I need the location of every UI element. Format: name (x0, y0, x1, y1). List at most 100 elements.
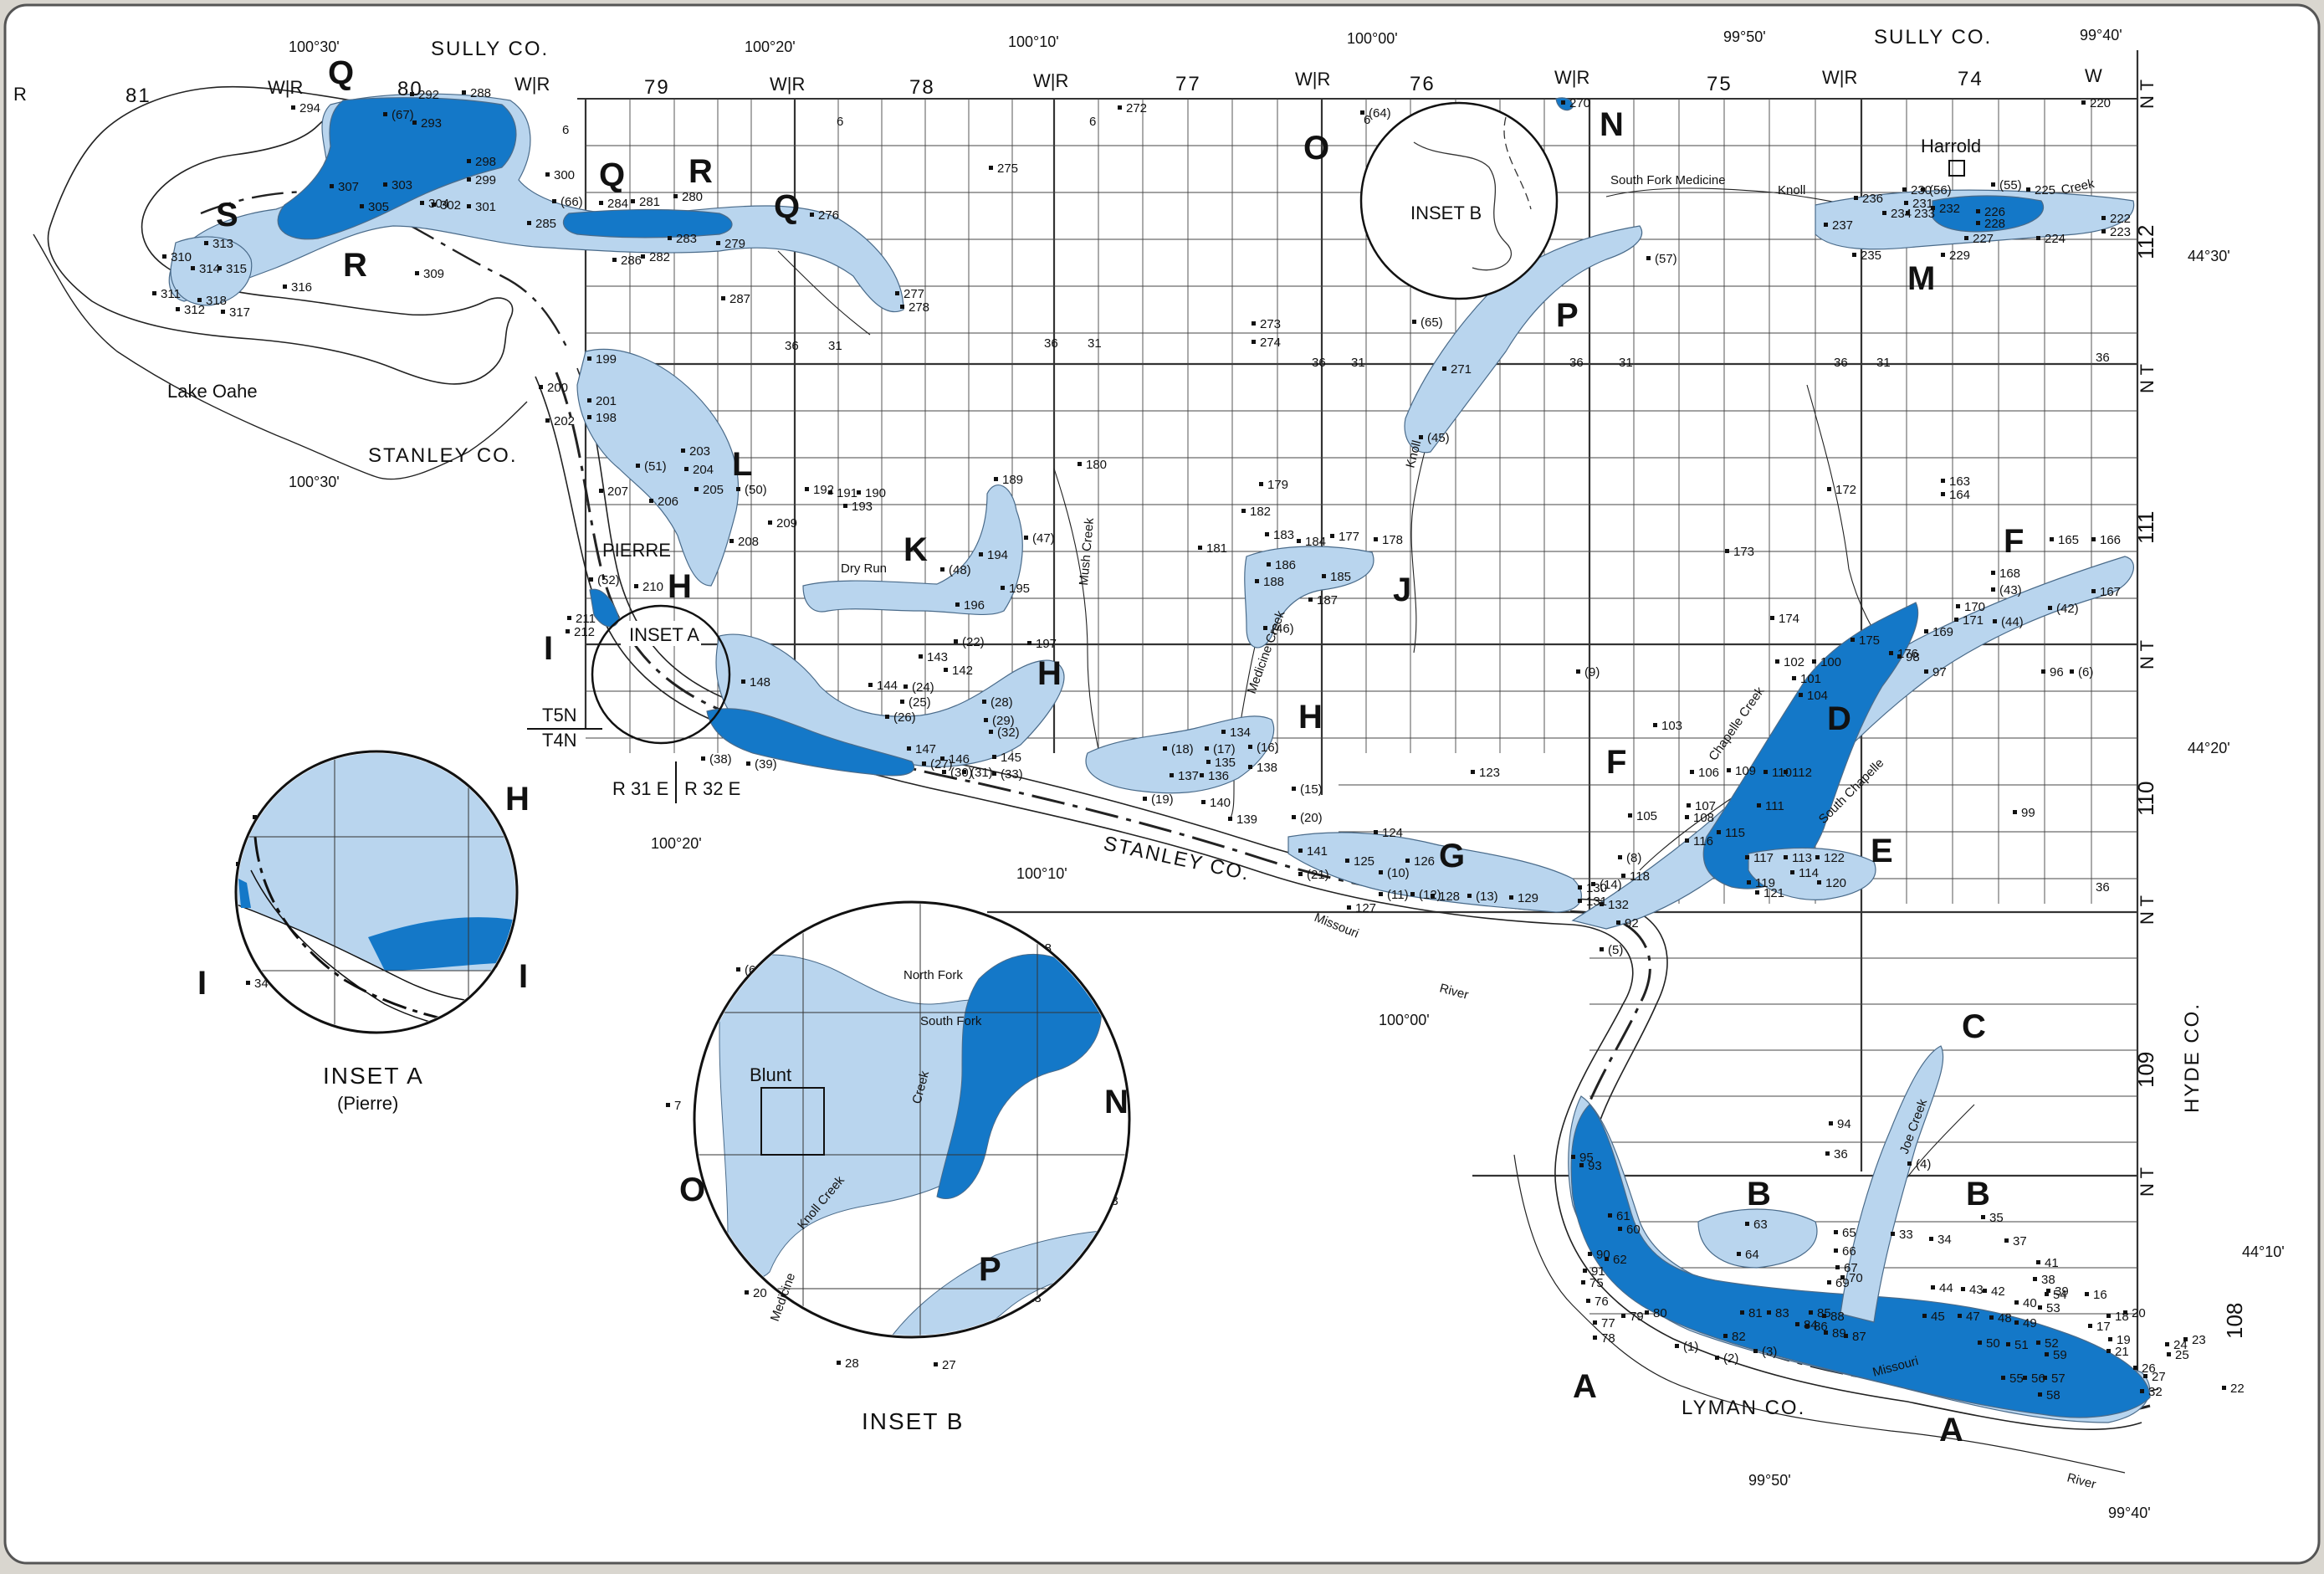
site-marker (1419, 435, 1423, 439)
site-marker (1374, 830, 1378, 834)
site-marker (291, 105, 295, 110)
site-marker (566, 629, 570, 633)
site-marker (1374, 537, 1378, 541)
site-marker (2081, 100, 2086, 105)
site-number: 120 (1825, 876, 1846, 890)
site-number: 302 (440, 198, 461, 213)
latitude-label: 44°20' (2188, 740, 2230, 756)
site-number: 175 (1859, 633, 1880, 648)
site-marker (2165, 1342, 2169, 1346)
township-number: 110 (2133, 782, 2158, 816)
deposit-area-k (802, 485, 1023, 616)
site-number: 229 (1949, 249, 1970, 263)
site-marker (1827, 487, 1831, 491)
site-number: 25 (2175, 1348, 2189, 1362)
site-number: 102 (1784, 655, 1804, 669)
site-marker (1983, 1289, 1987, 1293)
site-number: 7 (674, 1099, 681, 1113)
site-number: 234 (1891, 207, 1912, 221)
site-marker (204, 241, 208, 245)
site-marker (1991, 571, 1995, 575)
site-number: 293 (421, 116, 442, 131)
site-number: 55 (2009, 1371, 2024, 1386)
longitude-label: 100°10' (1008, 33, 1059, 50)
site-number: 191 (837, 486, 857, 500)
site-marker (1298, 872, 1303, 876)
site-marker (1902, 187, 1907, 192)
site-marker (982, 700, 986, 704)
site-marker (1593, 1336, 1597, 1340)
site-marker (545, 172, 550, 177)
site-number: 113 (1792, 851, 1812, 865)
site-marker (962, 770, 966, 774)
site-marker (1715, 1356, 1719, 1360)
site-marker (1882, 211, 1886, 215)
site-marker (1241, 509, 1246, 513)
site-number: 77 (1601, 1316, 1615, 1330)
site-marker (539, 385, 543, 389)
site-marker (1345, 859, 1349, 863)
site-number: 106 (1698, 766, 1719, 780)
site-marker (410, 92, 414, 96)
site-number: 108 (1693, 811, 1714, 825)
town-marker (1948, 160, 1965, 177)
site-number: 80 (1653, 1306, 1667, 1320)
site-marker (383, 112, 387, 116)
site-marker (1292, 787, 1296, 791)
inset-a-subtitle: (Pierre) (337, 1093, 398, 1114)
site-number: 88 (1830, 1310, 1845, 1324)
creek (1053, 468, 1105, 779)
area-letter: J (1393, 572, 1411, 608)
site-marker (1770, 616, 1774, 620)
inset-a-grid (238, 753, 515, 1031)
site-marker (2088, 1324, 2092, 1328)
creek-name: Knoll (1778, 183, 1805, 197)
range-mark: W|R (1295, 69, 1330, 90)
site-number: 62 (1613, 1253, 1627, 1267)
inset-a-callout-circle (591, 604, 731, 745)
site-number: 225 (2035, 183, 2055, 197)
site-number: 270 (1569, 96, 1590, 110)
site-marker (1581, 1280, 1585, 1284)
inset-a: INSET A (Pierre) H I I (197, 750, 530, 1114)
site-marker (668, 236, 672, 240)
site-marker (955, 602, 960, 607)
township-suffix: N T (2137, 1167, 2158, 1197)
section-number: 6 (837, 115, 843, 129)
site-number: 84 (1804, 1318, 1818, 1332)
site-number: 299 (475, 173, 496, 187)
site-number: 163 (1949, 474, 1970, 489)
site-number: 52 (2045, 1336, 2059, 1351)
site-marker (1645, 1310, 1649, 1315)
site-number: 21 (2115, 1345, 2129, 1359)
site-marker (567, 616, 571, 620)
area-letter: F (2004, 523, 2024, 560)
longitude-label: 100°20' (745, 38, 796, 55)
site-number: 310 (171, 250, 192, 264)
site-number: 206 (658, 495, 678, 509)
site-number: (38) (709, 752, 732, 766)
site-number: 44 (1939, 1281, 1953, 1295)
site-number: 202 (554, 414, 575, 428)
area-letter: F (1606, 744, 1626, 781)
site-marker (253, 815, 257, 819)
site-marker (2050, 537, 2054, 541)
site-marker (1817, 880, 1821, 884)
site-number: 187 (1317, 593, 1338, 608)
area-letter: I (519, 958, 528, 995)
range-code: R 31 E (612, 778, 668, 799)
site-number: (39) (755, 757, 777, 772)
site-marker (1583, 1269, 1587, 1273)
site-number: 70 (1849, 1271, 1863, 1285)
site-marker (2167, 1352, 2171, 1356)
site-number: 87 (1852, 1330, 1866, 1344)
site-number: 99 (2021, 806, 2035, 820)
site-number: 140 (1210, 796, 1231, 810)
site-marker (246, 981, 250, 985)
site-marker (1578, 885, 1582, 890)
site-number: 141 (1307, 844, 1328, 859)
site-marker (1687, 803, 1691, 808)
section-number: 36 (2096, 351, 2110, 365)
site-number: (65) (1421, 315, 1443, 330)
site-number: 292 (418, 88, 439, 102)
